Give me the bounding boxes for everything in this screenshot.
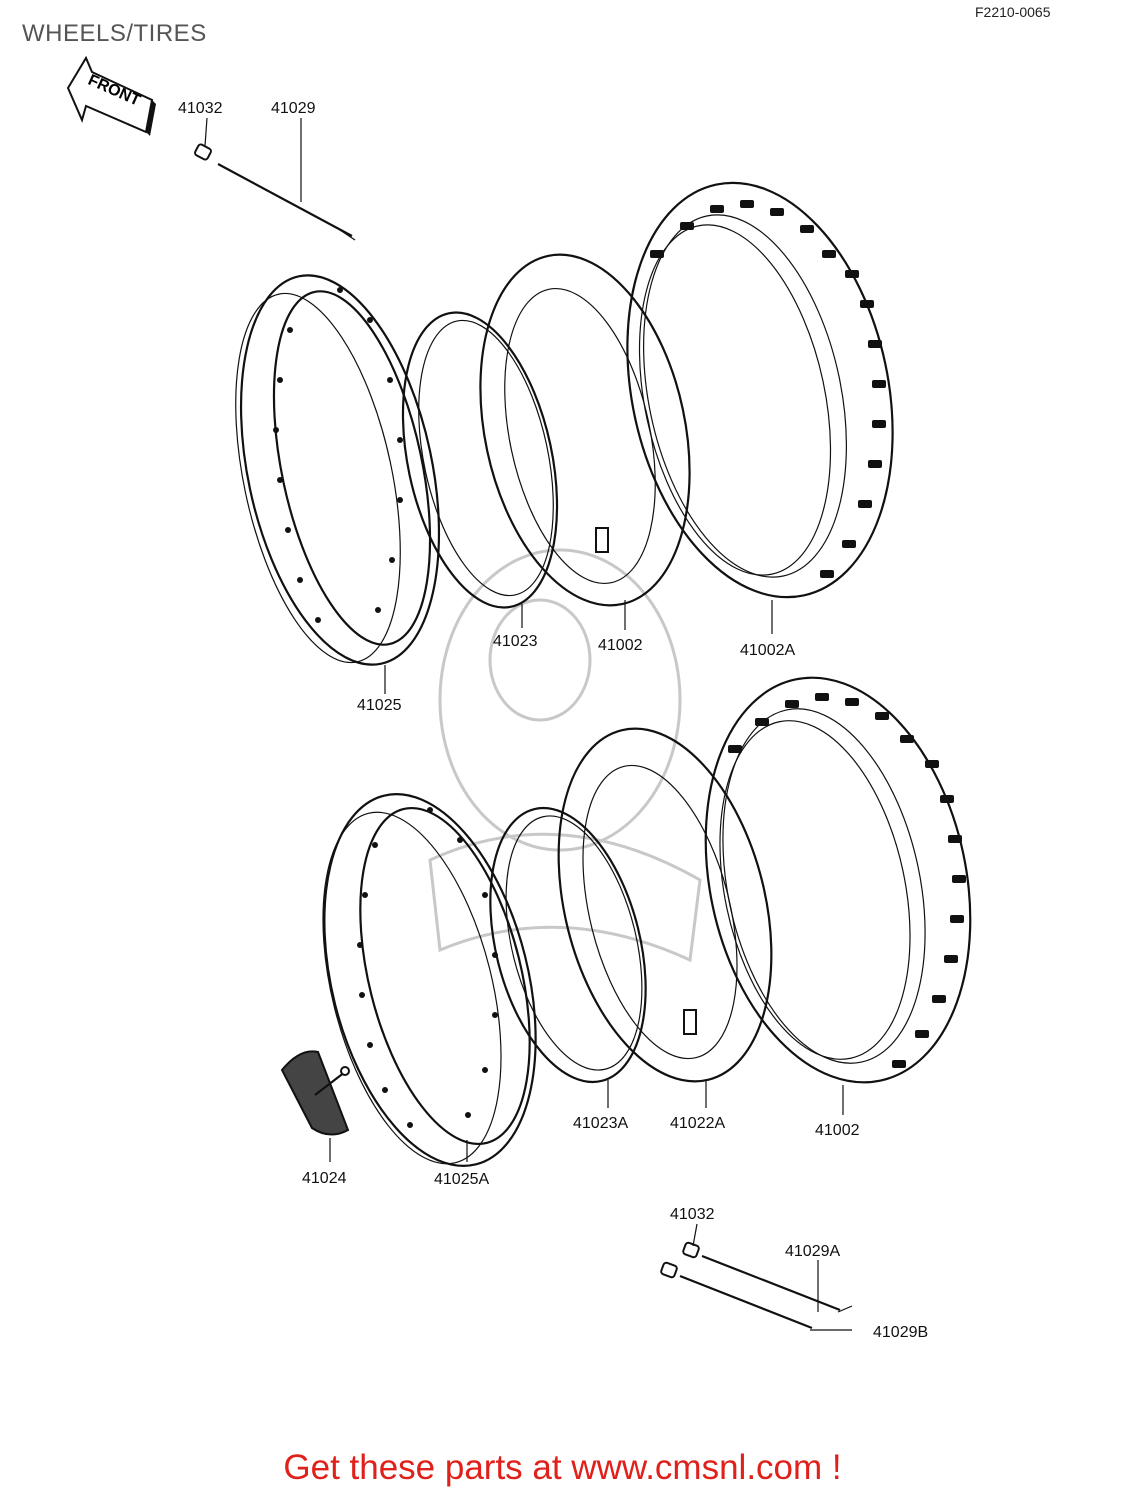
part-label-41032-top: 41032 xyxy=(178,100,223,117)
part-label-41023: 41023 xyxy=(493,633,538,650)
part-label-41022A: 41022A xyxy=(670,1115,725,1132)
part-label-41002-bottom: 41002 xyxy=(815,1122,860,1139)
parts-diagram: FRONT xyxy=(66,55,972,1341)
leader-41032-top xyxy=(204,117,208,147)
part-label-41029: 41029 xyxy=(271,100,316,117)
watermark-logo xyxy=(428,548,702,963)
rimlock-41024 xyxy=(280,1050,350,1136)
tire-41002A xyxy=(626,181,894,599)
part-label-41002-top: 41002 xyxy=(598,637,643,654)
part-label-41025A: 41025A xyxy=(434,1171,489,1188)
spoke-41029 xyxy=(194,143,356,241)
part-label-41025: 41025 xyxy=(357,697,402,714)
part-label-41029B: 41029B xyxy=(873,1324,928,1341)
tire-41002-bottom xyxy=(704,676,972,1084)
rim-41025 xyxy=(235,274,441,666)
part-label-41029A: 41029A xyxy=(785,1243,840,1260)
part-label-41002A: 41002A xyxy=(740,642,795,659)
rimband-41023 xyxy=(401,311,559,609)
rimband-41023A xyxy=(489,806,647,1084)
tube-41022A xyxy=(557,727,773,1083)
promo-link[interactable]: Get these parts at www.cmsnl.com ! xyxy=(283,1448,842,1487)
rim-41025A xyxy=(322,793,537,1167)
spokes-41029A-41029B xyxy=(660,1241,853,1331)
leader-41032-bottom xyxy=(692,1223,698,1247)
diagram-code: F2210-0065 xyxy=(975,4,1051,20)
part-label-41024: 41024 xyxy=(302,1170,347,1187)
front-arrow: FRONT xyxy=(66,55,156,136)
part-label-41032-bottom: 41032 xyxy=(670,1206,715,1223)
diagram-title: WHEELS/TIRES xyxy=(22,20,207,47)
part-label-41023A: 41023A xyxy=(573,1115,628,1132)
tube-41002 xyxy=(479,253,691,607)
